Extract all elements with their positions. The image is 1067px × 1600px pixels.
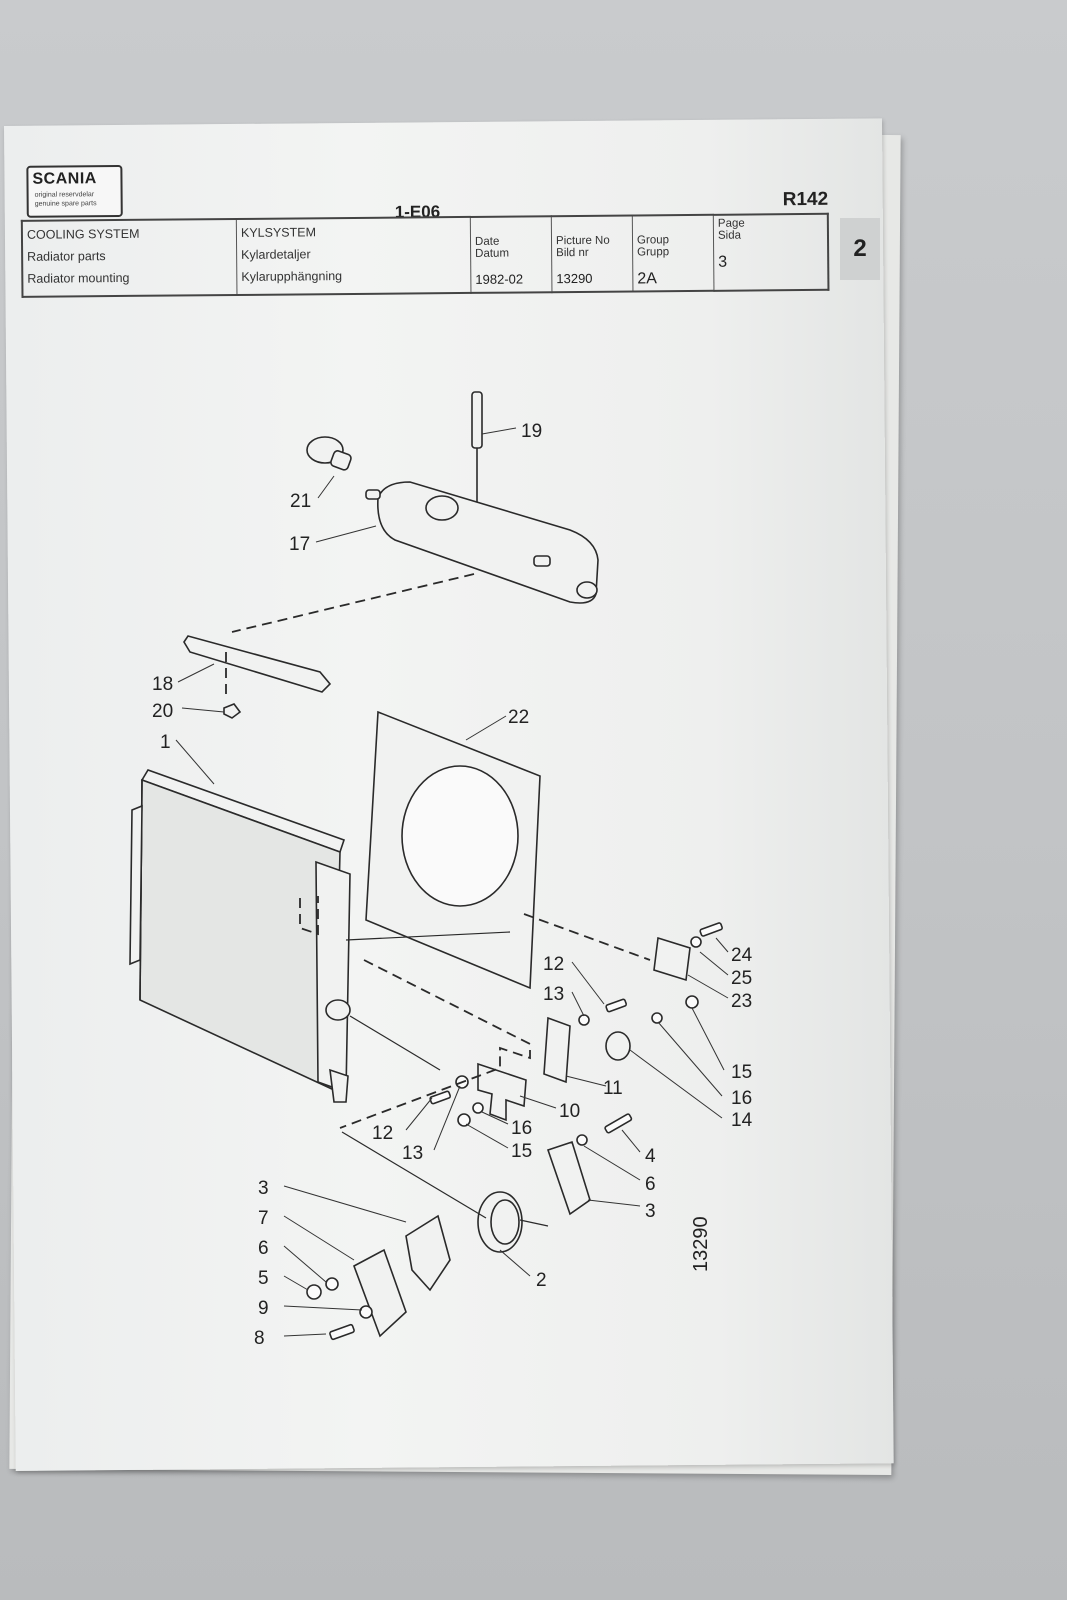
- part-2-rubber-cushion: [477, 1191, 523, 1253]
- part-3-clamp-upper: [546, 1140, 591, 1216]
- callout-20: 20: [152, 701, 173, 722]
- callout-3-right: 3: [645, 1201, 656, 1222]
- part-18-bracket: [183, 635, 332, 693]
- callout-18: 18: [152, 674, 173, 695]
- callout-16-right: 16: [731, 1088, 752, 1109]
- part-7-bracket: [353, 1248, 407, 1338]
- callout-16-lower: 16: [511, 1118, 532, 1139]
- part-20-nut: [223, 703, 242, 719]
- callout-12-lower: 12: [372, 1123, 393, 1144]
- part-11-bracket: [543, 1016, 571, 1084]
- part-1-radiator: [129, 769, 351, 1103]
- part-17-expansion-tank: [365, 481, 599, 604]
- callout-23: 23: [731, 991, 752, 1012]
- callout-15-lower: 15: [511, 1141, 532, 1162]
- callout-10: 10: [559, 1101, 580, 1122]
- callout-24: 24: [731, 945, 753, 966]
- callout-8: 8: [254, 1328, 265, 1349]
- callout-6-left: 6: [258, 1238, 269, 1259]
- callout-25: 25: [731, 968, 752, 989]
- callout-5: 5: [258, 1268, 269, 1289]
- callout-2: 2: [536, 1270, 547, 1291]
- callout-22: 22: [508, 707, 529, 728]
- picture-number-vertical: 13290: [690, 1216, 712, 1272]
- callout-13-upper: 13: [543, 984, 564, 1005]
- callout-1: 1: [160, 732, 171, 753]
- callout-6-right: 6: [645, 1174, 656, 1195]
- callout-12-upper: 12: [543, 954, 564, 975]
- part-21-filler-cap: [306, 436, 352, 471]
- callout-17: 17: [289, 534, 310, 555]
- callout-13-lower: 13: [402, 1143, 423, 1164]
- part-23-bracket: [653, 936, 691, 982]
- section-tab: 2: [840, 218, 880, 280]
- callout-15-right: 15: [731, 1062, 752, 1083]
- callout-3-left: 3: [258, 1178, 269, 1199]
- callout-11: 11: [603, 1078, 623, 1099]
- part-19-pipe: [471, 391, 483, 449]
- callout-21: 21: [290, 491, 311, 512]
- callout-19: 19: [521, 421, 542, 442]
- part-3-clamp-lower: [405, 1214, 451, 1292]
- callout-14: 14: [731, 1110, 753, 1131]
- part-22-fan-shroud: [365, 710, 541, 990]
- callout-4: 4: [645, 1146, 656, 1167]
- callout-9: 9: [258, 1298, 269, 1319]
- part-10-bracket: [477, 1062, 527, 1122]
- part-14-rubber-mount: [605, 1031, 631, 1061]
- callout-7: 7: [258, 1208, 269, 1229]
